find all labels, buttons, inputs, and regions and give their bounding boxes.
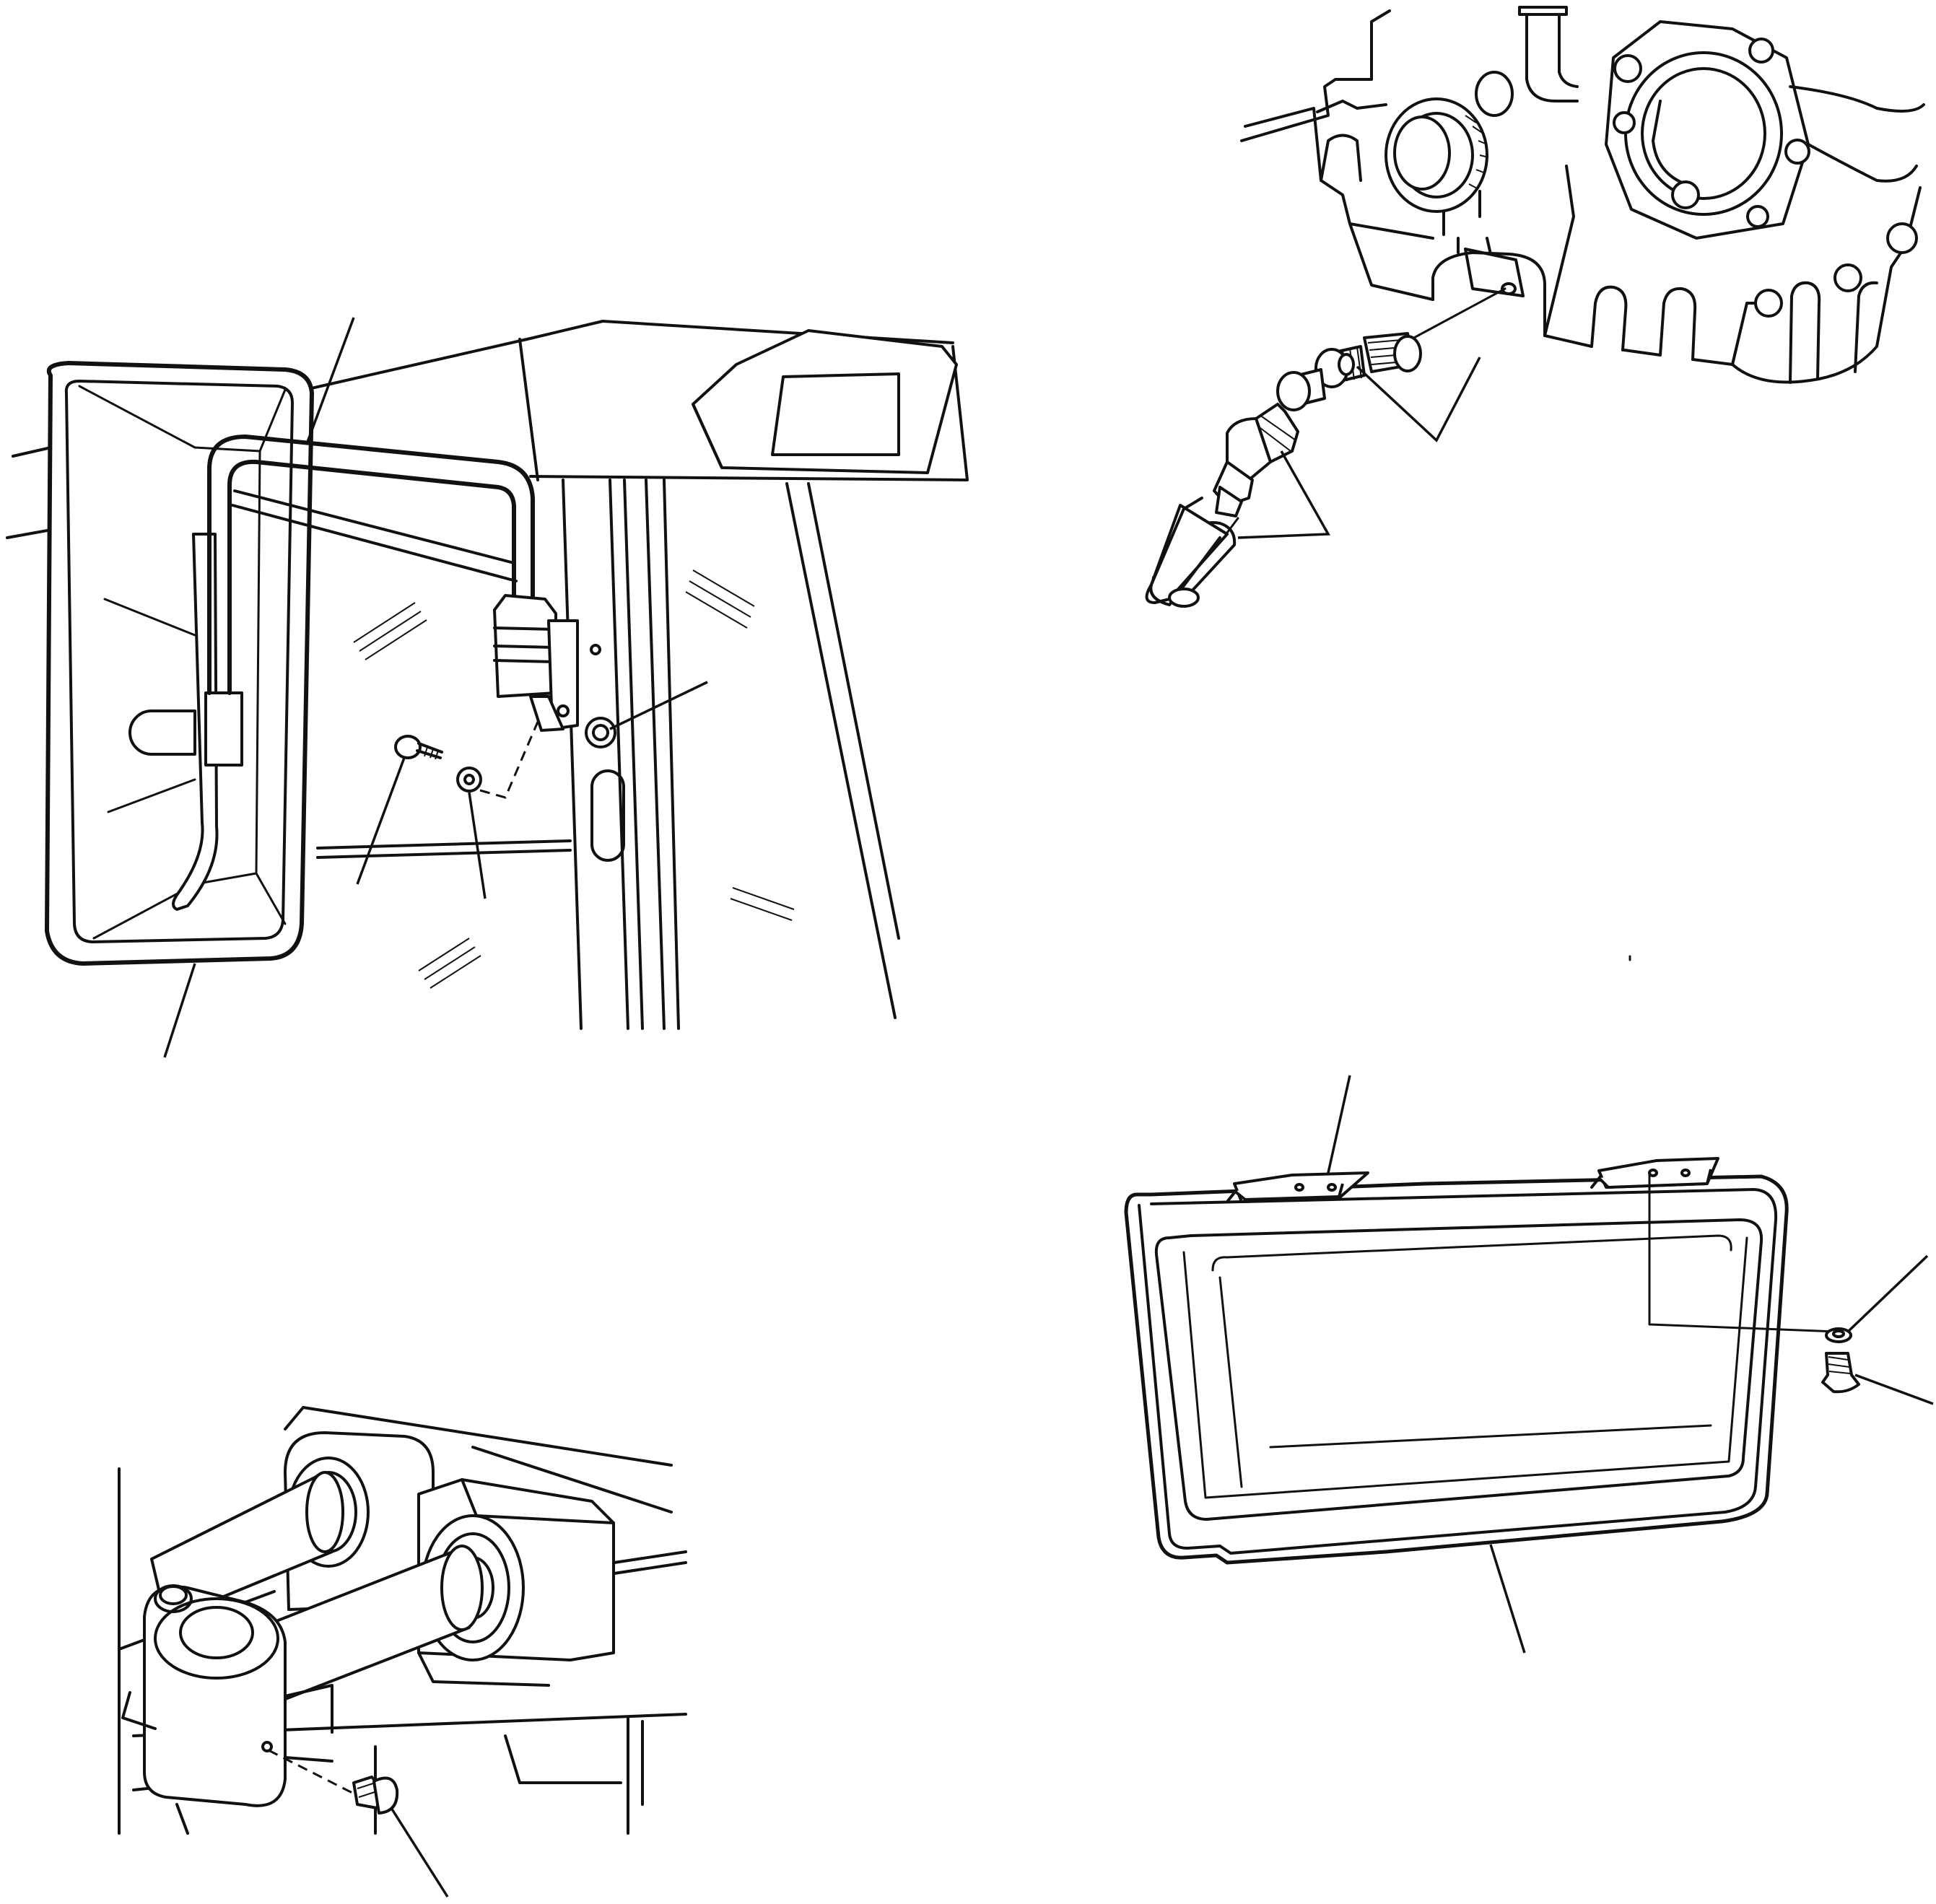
leader-mirror-body (163, 963, 196, 1058)
leader-cover (1489, 1544, 1526, 1654)
leader-washer-pillar (609, 681, 708, 730)
mirror-bracket (493, 594, 616, 748)
leader-grease-fitting (390, 1807, 449, 1898)
leader-hinge (1327, 1075, 1351, 1174)
leader-drain-hose (1237, 450, 1330, 539)
leader-washer (468, 792, 487, 899)
cab-roof (6, 320, 969, 539)
leader-bolt (356, 757, 406, 885)
pin-assembly (118, 1406, 687, 1835)
pin-grease-fitting-figure (118, 1406, 687, 1898)
mirror-body (45, 361, 314, 966)
cover-panel-figure (1124, 955, 1934, 1654)
mirror-bolt (394, 721, 539, 799)
cab-pillar (316, 479, 900, 1030)
cover-panel (1124, 1157, 1860, 1565)
leader-bolt-right (1854, 1374, 1934, 1405)
engine-drain-valve-figure (1145, 6, 1925, 608)
rear-view-mirror-figure (6, 317, 969, 1058)
leader-washer-right (1846, 1254, 1929, 1333)
drain-valve (1145, 287, 1506, 608)
mirror-stay (207, 434, 535, 695)
engine-block (1240, 6, 1925, 384)
leader-drain-plug (1356, 357, 1481, 442)
leader-mirror-stay (305, 317, 355, 445)
